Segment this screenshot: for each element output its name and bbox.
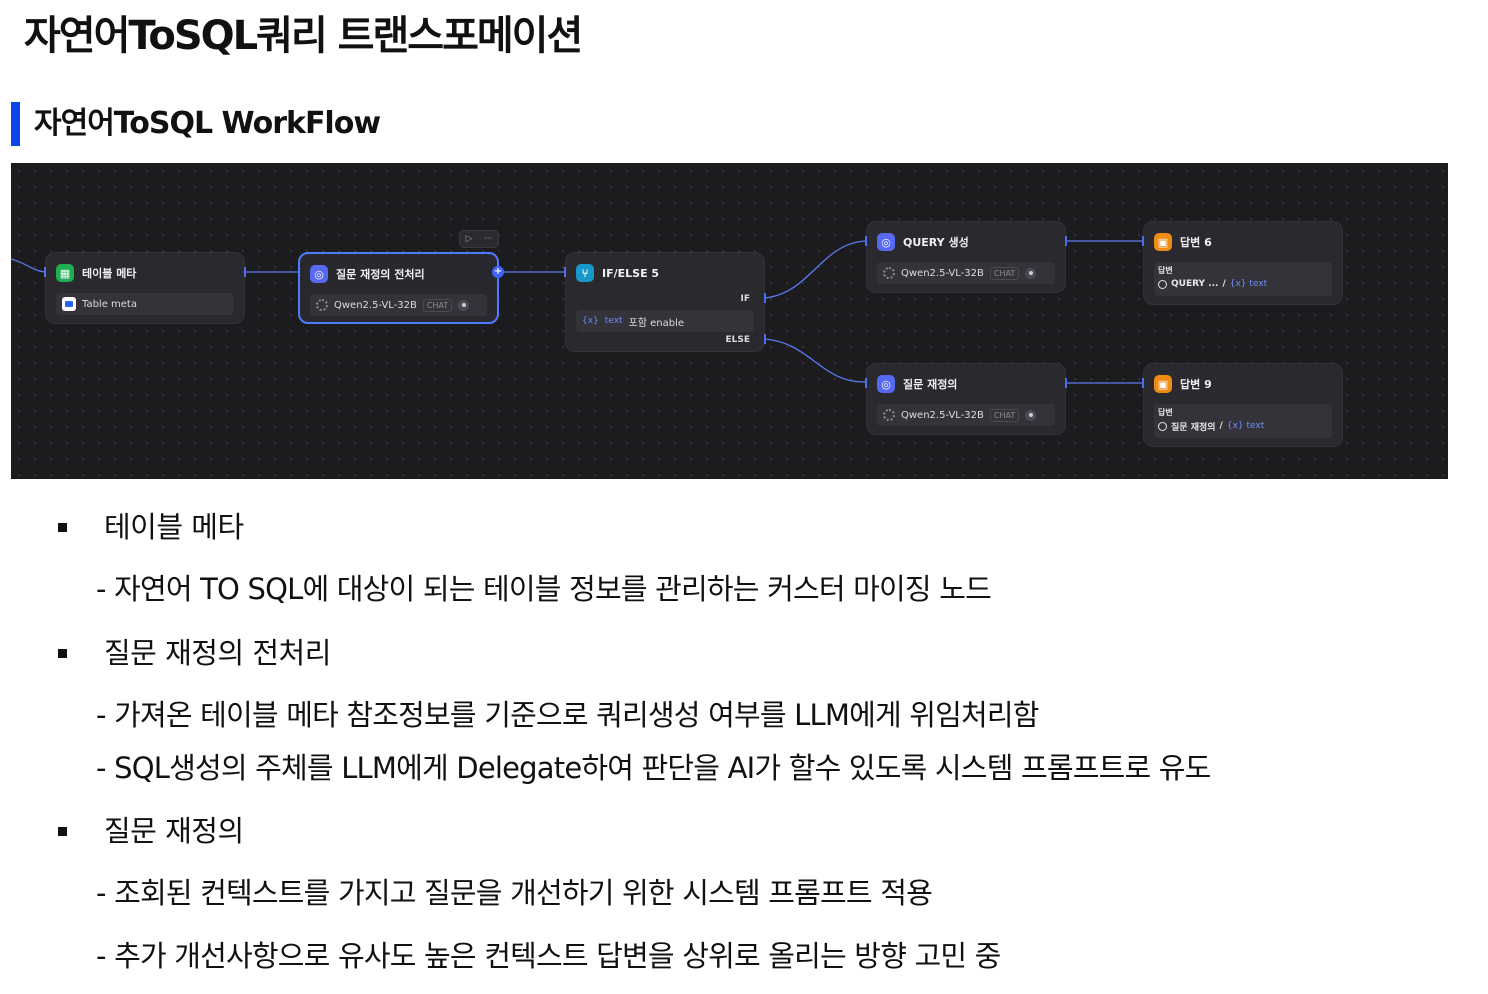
- answer-box[interactable]: [1154, 404, 1332, 438]
- model-icon: [316, 299, 328, 311]
- llm-ref-icon: [1158, 279, 1167, 289]
- node-title: IF/ELSE 5: [602, 266, 660, 280]
- answer-icon: ▣: [1154, 375, 1172, 393]
- chip-text: Table meta: [82, 298, 137, 310]
- model-name: Qwen2.5-VL-32B: [901, 267, 984, 279]
- workflow-canvas[interactable]: ▦ 테이블 메타 Table meta ▷ ··· ◎ 질문 재정의 전처리 Q…: [11, 163, 1448, 479]
- bullet-description: - 가져온 테이블 메타 참조정보를 기준으로 쿼리생성 여부를 LLM에게 위…: [96, 698, 1039, 732]
- model-chip[interactable]: Qwen2.5-VL-32B CHAT: [877, 262, 1055, 284]
- input-handle[interactable]: [865, 236, 867, 246]
- model-chip[interactable]: Qwen2.5-VL-32B CHAT: [310, 294, 487, 316]
- input-handle[interactable]: [44, 267, 46, 277]
- node-title: 질문 재정의: [903, 378, 958, 391]
- answer-variable[interactable]: 질문 재정의 / {x} text: [1158, 417, 1264, 435]
- bullet-marker: [58, 649, 67, 658]
- output-handle[interactable]: [1065, 378, 1067, 388]
- model-name: Qwen2.5-VL-32B: [901, 409, 984, 421]
- eye-icon[interactable]: [1025, 267, 1037, 279]
- if-label: IF: [740, 294, 751, 304]
- answer-box[interactable]: [1154, 262, 1332, 296]
- bullet-title: 질문 재정의: [104, 814, 244, 848]
- node-answer-9[interactable]: ▣ 답변 9 답변 질문 재정의 / {x} text: [1143, 363, 1343, 447]
- chat-badge: CHAT: [989, 266, 1020, 280]
- bullet-description: - 추가 개선사항으로 유사도 높은 컨텍스트 답변을 상위로 올리는 방향 고…: [96, 939, 1001, 973]
- ref-separator: /: [1222, 279, 1226, 289]
- node-title: QUERY 생성: [903, 236, 969, 249]
- output-handle[interactable]: [244, 267, 246, 277]
- ref-variable: {x} text: [1229, 279, 1268, 289]
- more-icon[interactable]: ···: [483, 234, 493, 244]
- add-node-plus-icon[interactable]: +: [492, 266, 504, 278]
- edge-incoming: [11, 258, 46, 273]
- node-title: 질문 재정의 전처리: [336, 268, 425, 281]
- llm-ref-icon: [1158, 421, 1167, 431]
- condition-variable: text: [604, 316, 623, 326]
- node-title: 답변 9: [1180, 378, 1212, 391]
- model-icon: [883, 267, 895, 279]
- model-icon: [883, 409, 895, 421]
- bullet-description: - SQL생성의 주체를 LLM에게 Delegate하여 판단을 AI가 할수…: [96, 751, 1211, 785]
- answer-label: 답변: [1158, 408, 1173, 417]
- bullet-description: - 자연어 TO SQL에 대상이 되는 테이블 정보를 관리하는 커스터 마이…: [96, 572, 992, 606]
- bullet-title: 테이블 메타: [104, 510, 244, 544]
- llm-icon: ◎: [877, 375, 895, 393]
- eye-icon[interactable]: [1025, 409, 1037, 421]
- ref-separator: /: [1219, 421, 1223, 431]
- condition-operator: 포함 enable: [628, 317, 685, 329]
- section-accent-bar: [11, 102, 20, 146]
- bullet-title: 질문 재정의 전처리: [104, 636, 331, 670]
- answer-label: 답변: [1158, 266, 1173, 275]
- input-handle[interactable]: [865, 378, 867, 388]
- else-output-handle[interactable]: [764, 334, 766, 344]
- answer-variable[interactable]: QUERY ... / {x} text: [1158, 275, 1267, 293]
- node-title: 테이블 메타: [82, 267, 137, 280]
- answer-icon: ▣: [1154, 233, 1172, 251]
- else-label: ELSE: [725, 335, 750, 345]
- node-answer-6[interactable]: ▣ 답변 6 답변 QUERY ... / {x} text: [1143, 221, 1343, 305]
- page-title: 자연어ToSQL쿼리 트랜스포메이션: [24, 13, 583, 59]
- edge-if-to-query: [764, 240, 867, 299]
- chat-badge: CHAT: [422, 298, 453, 312]
- ref-variable: {x} text: [1226, 421, 1265, 431]
- node-if-else[interactable]: ⑂ IF/ELSE 5 IF {x} text 포함 enable ELSE: [565, 252, 765, 352]
- node-title: 답변 6: [1180, 236, 1212, 249]
- model-name: Qwen2.5-VL-32B: [334, 299, 417, 311]
- node-table-meta[interactable]: ▦ 테이블 메타 Table meta: [45, 252, 245, 324]
- llm-icon: ◎: [877, 233, 895, 251]
- ref-node: QUERY ...: [1171, 279, 1219, 289]
- input-handle[interactable]: [1142, 378, 1144, 388]
- workflow-edges: [11, 240, 1143, 384]
- bullet-marker: [58, 523, 67, 532]
- chat-badge: CHAT: [989, 408, 1020, 422]
- edge-else-to-redefine: [764, 338, 867, 383]
- input-handle[interactable]: [564, 267, 566, 277]
- table-meta-chip[interactable]: Table meta: [56, 293, 234, 315]
- node-toolbar[interactable]: ▷ ···: [459, 230, 499, 248]
- llm-icon: ◎: [310, 265, 328, 283]
- bullet-marker: [58, 827, 67, 836]
- output-handle[interactable]: [1065, 236, 1067, 246]
- ref-node: 질문 재정의: [1171, 422, 1216, 433]
- play-icon[interactable]: ▷: [465, 234, 473, 244]
- variable-icon: {x}: [582, 316, 599, 326]
- input-handle[interactable]: [1142, 236, 1144, 246]
- node-question-redefine[interactable]: ◎ 질문 재정의 Qwen2.5-VL-32B CHAT: [866, 363, 1066, 435]
- bullet-description: - 조회된 컨텍스트를 가지고 질문을 개선하기 위한 시스템 프롬프트 적용: [96, 876, 933, 910]
- node-query-generate[interactable]: ◎ QUERY 생성 Qwen2.5-VL-32B CHAT: [866, 221, 1066, 293]
- model-chip[interactable]: Qwen2.5-VL-32B CHAT: [877, 404, 1055, 426]
- folder-icon: [62, 297, 76, 311]
- section-title: 자연어ToSQL WorkFlow: [34, 106, 381, 141]
- eye-icon[interactable]: [458, 299, 470, 311]
- node-question-preprocess[interactable]: ◎ 질문 재정의 전처리 Qwen2.5-VL-32B CHAT: [298, 252, 499, 324]
- branch-icon: ⑂: [576, 264, 594, 282]
- table-icon: ▦: [56, 264, 74, 282]
- condition-chip[interactable]: {x} text 포함 enable: [576, 310, 754, 332]
- if-output-handle[interactable]: [764, 293, 766, 303]
